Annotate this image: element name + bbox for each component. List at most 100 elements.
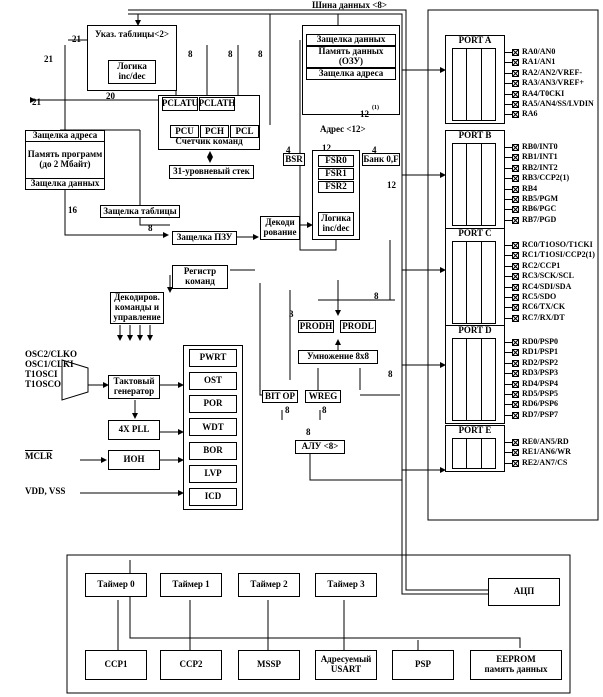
osc-label-2: T1OSCI <box>25 369 58 379</box>
num-12c: 12 <box>387 180 396 190</box>
port-title: PORT B <box>458 130 492 140</box>
table-pointer-label: Указ. таблицы<2> <box>94 29 170 39</box>
pin-wire <box>505 178 512 180</box>
pin-wire <box>505 297 512 298</box>
pin-wire <box>505 114 512 116</box>
pin-pad-icon <box>512 359 519 367</box>
pin-wire <box>505 442 512 443</box>
pch: PCH <box>200 125 229 138</box>
ion: ИОН <box>108 450 160 470</box>
port-latch <box>452 338 496 422</box>
table-latch: Защелка таблицы <box>100 205 180 218</box>
pin-pad-icon <box>512 339 519 346</box>
pin-label: RA4/T0CKI <box>522 88 565 98</box>
pin-wire <box>505 462 512 464</box>
bit-op: BIT OP <box>262 390 298 403</box>
pin-pad-icon <box>512 164 519 172</box>
bsr: BSR <box>283 153 305 166</box>
pin-pad-icon <box>512 154 519 162</box>
ccp1: CCP1 <box>85 650 147 680</box>
pin-label: RB6/PGC <box>522 204 557 214</box>
port-title: PORT A <box>458 35 492 45</box>
num-8g: 8 <box>285 405 290 415</box>
pin-pad-icon <box>512 449 519 457</box>
pin-wire <box>505 317 512 319</box>
pin-pad-icon <box>512 294 519 301</box>
wdt: WDT <box>189 418 237 437</box>
pin-wire <box>505 219 512 221</box>
osc-label-1: OSC1/CLKI <box>25 359 74 369</box>
pin-label: RC2/CCP1 <box>522 260 561 270</box>
pin-pad-icon <box>512 439 519 446</box>
pin-wire <box>505 245 512 246</box>
pointer-incdec: Логика inc/dec <box>108 60 156 84</box>
timer-2: Таймер 2 <box>238 573 300 597</box>
timer-1: Таймер 1 <box>160 573 222 597</box>
usart: Адресуемый USART <box>315 650 377 680</box>
pin-wire <box>505 147 512 148</box>
pin-pad-icon <box>512 391 519 398</box>
fsr0: FSR0 <box>318 155 354 167</box>
num-8b: 8 <box>228 49 233 59</box>
pin-pad-icon <box>512 273 519 281</box>
pin-label: RC0/T1OSO/T1CKI <box>522 240 593 249</box>
pin-wire <box>505 93 512 95</box>
pin-pad-icon <box>512 144 519 151</box>
ctrl-block: PWRT OST POR WDT BOR LVP ICD <box>183 345 243 510</box>
port-title: PORT E <box>458 425 492 435</box>
port-title: PORT D <box>458 325 492 335</box>
pin-label: RA0/AN0 <box>522 47 556 56</box>
stack: 31-уровневый стек <box>169 165 254 179</box>
pin-label: RB3/CCP2(1) <box>522 173 570 183</box>
pin-wire <box>505 72 512 74</box>
pin-wire <box>505 52 512 53</box>
decoder: Декодиров. команды и управление <box>110 292 164 324</box>
num-12b: 12 <box>322 143 331 153</box>
port-box-3: PORT D <box>445 325 505 425</box>
decode: Декоди рование <box>260 216 300 240</box>
pin-pad-icon <box>512 283 519 291</box>
pin-wire <box>505 307 512 309</box>
pin-pad-icon <box>512 196 519 203</box>
pin-wire <box>505 104 512 105</box>
pclatu: PCLATU <box>162 97 198 111</box>
port-box-1: PORT B <box>445 130 505 230</box>
pin-pad-icon <box>512 262 519 270</box>
pin-pad-icon <box>512 380 519 388</box>
pin-wire <box>505 383 512 385</box>
ccp2: CCP2 <box>160 650 222 680</box>
program-memory: Защелка адреса Память программ (до 2 Мба… <box>25 130 105 190</box>
pin-pad-icon <box>512 370 519 378</box>
pin-pad-icon <box>512 80 519 88</box>
ram-data-latch: Защелка данных <box>306 34 396 46</box>
pin-label: RB1/INT1 <box>522 152 558 162</box>
num-21a: 21 <box>72 34 81 44</box>
prodl: PRODL <box>340 320 376 333</box>
pin-pad-icon <box>512 69 519 77</box>
pin-label: RC3/SCK/SCL <box>522 271 575 281</box>
pin-pad-icon <box>512 49 519 56</box>
pin-wire <box>505 452 512 454</box>
pin-label: RC1/T1OSI/CCP2(1) <box>522 250 595 260</box>
pin-pad-icon <box>512 216 519 224</box>
port-box-0: PORT A <box>445 35 505 124</box>
data-bus-label: Шина данных <8> <box>312 0 387 10</box>
vdd: VDD, VSS <box>25 486 66 496</box>
bor: BOR <box>189 441 237 460</box>
pin-wire <box>505 62 512 64</box>
pin-label: RA6 <box>522 109 538 119</box>
pin-wire <box>505 394 512 395</box>
num-12a: 12 <box>360 109 369 119</box>
lvp: LVP <box>189 465 237 484</box>
port-latch <box>452 48 496 121</box>
pin-pad-icon <box>512 252 519 260</box>
pin-wire <box>505 286 512 288</box>
pin-label: RB5/PGM <box>522 194 558 203</box>
ram: Защелка данных Память данных (ОЗУ) Защел… <box>302 25 400 115</box>
pin-wire <box>505 255 512 257</box>
num-8a: 8 <box>188 49 193 59</box>
pin-wire <box>505 167 512 169</box>
pin-wire <box>505 83 512 85</box>
pin-label: RA2/AN2/VREF- <box>522 67 582 77</box>
num-3: 3 <box>289 309 294 319</box>
